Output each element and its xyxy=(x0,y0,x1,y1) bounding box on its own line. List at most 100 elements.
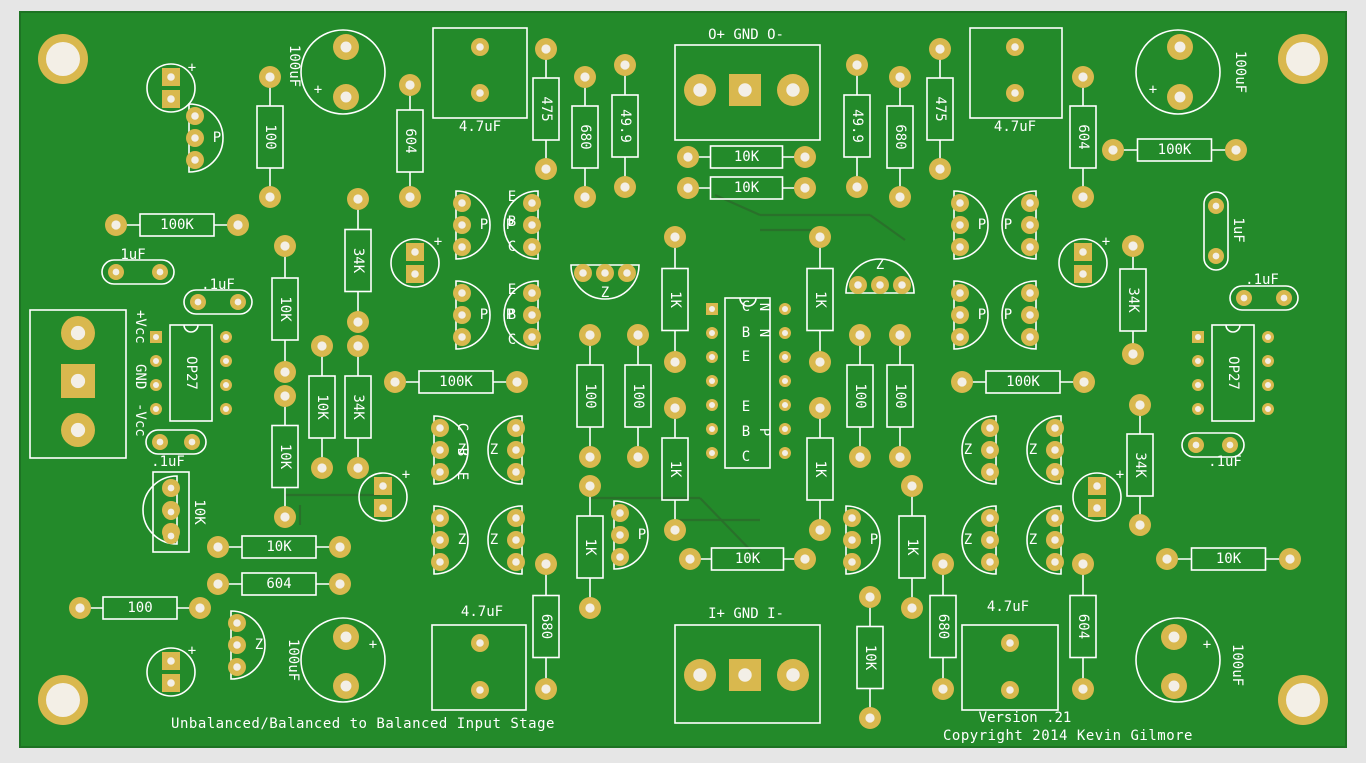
drill-hole xyxy=(848,558,856,566)
drill-hole xyxy=(191,134,199,142)
drill-hole xyxy=(153,382,159,388)
drill-hole xyxy=(188,438,196,446)
mounting-hole xyxy=(46,42,80,76)
drill-hole xyxy=(1280,294,1288,302)
input-connector-outline xyxy=(674,624,821,724)
drill-hole xyxy=(167,73,175,81)
drill-hole xyxy=(317,463,327,473)
drill-hole xyxy=(670,525,680,535)
transistor-outline xyxy=(961,505,997,575)
drill-hole xyxy=(782,378,788,384)
pad-layer xyxy=(38,34,1328,729)
resistor-value-label: 604 xyxy=(266,576,291,592)
drill-hole xyxy=(1079,377,1089,387)
drill-hole xyxy=(1192,441,1200,449)
resistor-outline xyxy=(532,594,560,659)
silkscreen-layer xyxy=(29,27,1299,724)
drill-hole xyxy=(234,298,242,306)
ic-pin-letter: E xyxy=(742,349,750,365)
drill-hole xyxy=(280,391,290,401)
drill-hole xyxy=(986,424,994,432)
resistor-outline xyxy=(1069,105,1097,169)
drill-hole xyxy=(986,446,994,454)
transistor-pin-letter: E xyxy=(508,282,516,298)
drill-hole xyxy=(1195,406,1201,412)
drill-hole xyxy=(1174,41,1186,53)
transistor-type-label: P xyxy=(1004,307,1012,323)
drill-hole xyxy=(280,512,290,522)
transistor-outline xyxy=(961,415,997,485)
drill-hole xyxy=(153,334,159,340)
resistor-outline xyxy=(710,547,785,571)
drill-hole xyxy=(800,152,810,162)
drill-hole xyxy=(541,164,551,174)
drill-hole xyxy=(1051,424,1059,432)
drill-hole xyxy=(1195,334,1201,340)
drill-hole xyxy=(986,536,994,544)
drill-hole xyxy=(541,684,551,694)
drill-hole xyxy=(223,406,229,412)
drill-hole xyxy=(1011,43,1019,51)
capacitor-value-label: 4.7uF xyxy=(459,119,501,135)
capacitor-value-label: 1uF xyxy=(1230,217,1246,242)
drill-hole xyxy=(935,44,945,54)
resistor-value-label: 10K xyxy=(734,180,760,196)
drill-hole xyxy=(738,668,752,682)
mounting-hole xyxy=(1286,683,1320,717)
resistor-outline xyxy=(532,77,560,141)
ic-pin-letter: C xyxy=(742,299,750,315)
drill-hole xyxy=(633,452,643,462)
drill-hole xyxy=(938,684,948,694)
drill-hole xyxy=(1006,686,1014,694)
drill-hole xyxy=(709,426,715,432)
resistor-value-label: 475 xyxy=(538,96,554,121)
polarity-mark: + xyxy=(188,60,196,76)
drill-hole xyxy=(1026,311,1034,319)
drill-hole xyxy=(1093,504,1101,512)
drill-hole xyxy=(986,514,994,522)
supply-pin-label: -Vcc xyxy=(132,403,148,437)
drill-hole xyxy=(1195,382,1201,388)
drill-hole xyxy=(436,514,444,522)
drill-hole xyxy=(709,354,715,360)
polarity-mark: + xyxy=(1116,467,1124,483)
resistor-value-label: 680 xyxy=(577,124,593,149)
resistor-value-label: 34K xyxy=(350,394,366,420)
drill-hole xyxy=(800,183,810,193)
capacitor-outline xyxy=(183,289,253,315)
capacitor-outline xyxy=(1058,238,1108,288)
polarity-mark: + xyxy=(188,643,196,659)
drill-hole xyxy=(782,306,788,312)
drill-hole xyxy=(633,330,643,340)
drill-hole xyxy=(528,289,536,297)
transistor-type-label: Z xyxy=(964,532,972,548)
transistor-type-label: Z xyxy=(255,637,263,653)
drill-hole xyxy=(512,536,520,544)
transistor-outline xyxy=(1001,280,1037,350)
transistor-outline xyxy=(613,500,649,570)
drill-hole xyxy=(1168,631,1180,643)
resistor-value-label: 1K xyxy=(667,461,683,478)
resistor-outline xyxy=(661,437,689,501)
trimmer-outline xyxy=(152,471,190,553)
resistor-outline xyxy=(624,364,652,428)
drill-hole xyxy=(1265,334,1271,340)
drill-hole xyxy=(353,463,363,473)
drill-hole xyxy=(957,377,967,387)
drill-hole xyxy=(541,44,551,54)
drill-hole xyxy=(938,559,948,569)
ic-notch xyxy=(1225,324,1241,333)
resistor-outline xyxy=(843,94,871,158)
drill-hole xyxy=(865,713,875,723)
drill-hole xyxy=(1162,554,1172,564)
drill-hole xyxy=(895,72,905,82)
supply-pin-label: GND xyxy=(132,364,148,389)
resistor-value-label: 10K xyxy=(277,444,293,470)
drill-hole xyxy=(156,268,164,276)
drill-hole xyxy=(852,60,862,70)
capacitor-outline xyxy=(1135,29,1221,115)
drill-hole xyxy=(1168,680,1180,692)
resistor-outline xyxy=(806,437,834,501)
resistor-outline xyxy=(856,625,884,690)
transistor-type-label: P xyxy=(870,532,878,548)
